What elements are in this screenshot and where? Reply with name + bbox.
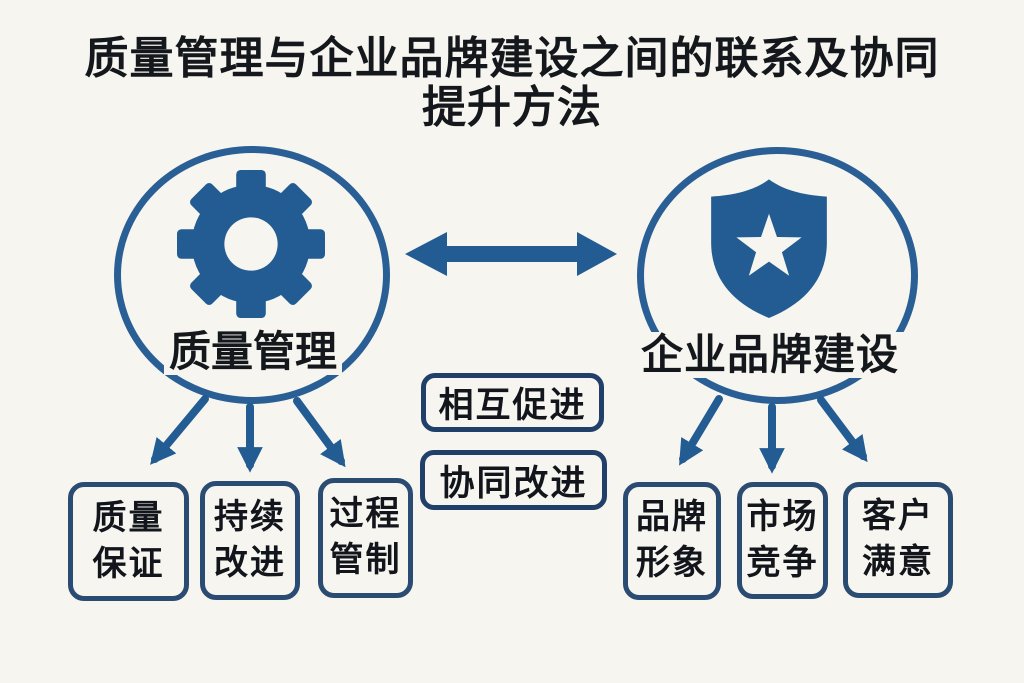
leaf-label-line: 持续	[214, 497, 286, 536]
leaf-label-line: 满意	[862, 543, 934, 581]
leaf-label-line: 竞争	[746, 543, 819, 582]
right-fan-arrows-icon	[679, 395, 868, 474]
relation-label: 协同改进	[439, 463, 588, 503]
page-title-line1: 质量管理与企业品牌建设之间的联系及协同	[84, 34, 940, 83]
leaf-label-line: 质量	[92, 498, 165, 537]
leaf-box-market-competition: 市场 竞争	[737, 482, 828, 599]
page-title: 质量管理与企业品牌建设之间的联系及协同 提升方法	[0, 34, 1024, 133]
leaf-box-quality-assurance: 质量 保证	[68, 482, 189, 601]
leaf-box-process-control: 过程 管制	[318, 478, 413, 598]
leaf-label-line: 客户	[862, 497, 934, 536]
leaf-label-line: 品牌	[636, 498, 708, 537]
page-title-line2: 提升方法	[422, 83, 602, 133]
leaf-label-line: 形象	[636, 544, 708, 582]
leaf-label-line: 过程	[329, 495, 402, 534]
gear-icon	[177, 170, 325, 318]
leaf-label-line: 改进	[214, 543, 286, 582]
leaf-box-customer-satisfaction: 客户 满意	[843, 482, 953, 598]
mutual-arrow-icon	[405, 232, 617, 276]
brand-building-circle	[637, 147, 918, 404]
brand-building-label: 企业品牌建设	[635, 332, 905, 378]
leaf-box-continuous-improvement: 持续 改进	[200, 481, 300, 600]
quality-management-circle	[114, 146, 390, 404]
leaf-label-line: 保证	[92, 544, 165, 583]
left-fan-arrows-icon	[150, 395, 346, 473]
relation-box-collaborative-improvement: 协同改进	[420, 450, 607, 510]
leaf-label-line: 市场	[746, 497, 819, 536]
leaf-box-brand-image: 品牌 形象	[623, 482, 721, 600]
quality-management-label: 质量管理	[163, 329, 343, 375]
leaf-label-line: 管制	[329, 541, 402, 579]
relation-box-mutual-promotion: 相互促进	[421, 373, 604, 432]
relation-label: 相互促进	[438, 386, 587, 425]
shield-star-icon	[704, 174, 834, 322]
